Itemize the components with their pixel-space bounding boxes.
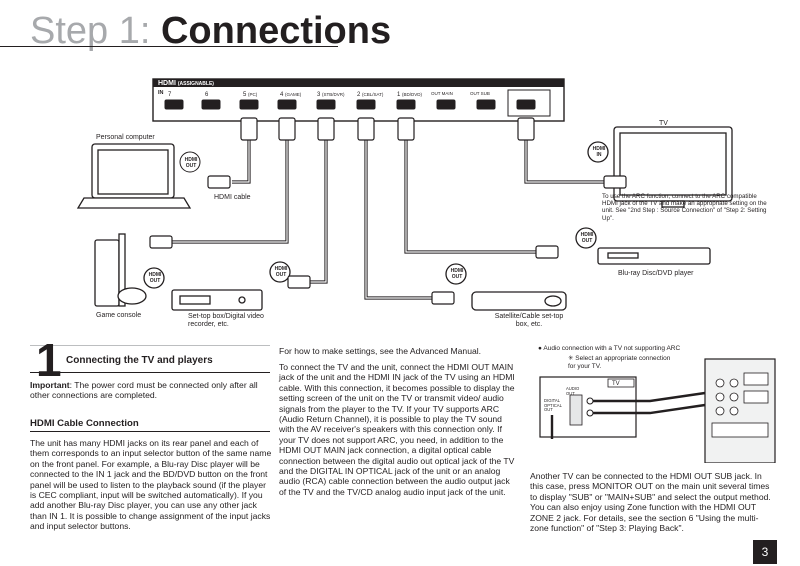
jack-3 [316,99,336,110]
out-group-box [507,89,551,117]
panel-header-bar [153,79,564,87]
connection-diagram: HDMI (ASSIGNABLE) IN 7 6 5 (PC) 4 (GAME)… [0,72,800,334]
step-number: 1 [36,334,62,386]
plug-3 [317,117,335,141]
bluray-player [575,227,711,265]
tag-bd-hdmi-out: HDMI OUT [580,232,594,244]
column-2-text: To connect the TV and the unit, connect … [279,362,515,497]
jack-label-7: 7 [168,92,172,98]
title-text: Connections [160,10,392,52]
laptop [76,143,192,209]
tag-stb-hdmi-out: HDMI OUT [274,266,288,278]
inset-audio-out: AUDIO OUT [566,386,580,396]
inset-bullet: ● Audio connection with a TV not support… [538,345,681,352]
arc-note: To use the ARC function, connect to the … [602,193,767,222]
plug-4 [278,117,296,141]
jack-label-6: 6 [205,92,209,98]
diagram-svg [76,78,733,311]
jack-7 [164,99,184,110]
jack-out-zone [516,99,536,110]
tag-sat-hdmi-out: HDMI OUT [450,268,464,280]
jack-out-sub [476,99,496,110]
step-number-badge: 1 [30,337,68,383]
column-1-text: The unit has many HDMI jacks on its rear… [30,438,272,532]
hdmi-heading: HDMI Cable Connection [30,418,139,429]
stb [171,261,291,311]
out-sub-label: OUT SUB [470,91,490,96]
label-hdmi-cable: HDMI cable [214,194,251,201]
page-title: Step 1: Connections [30,8,391,54]
label-game-console: Game console [96,312,142,319]
important-text: : The power cord must be connected only … [30,380,258,401]
label-satellite: Satellite/Cable set-top box, etc. [494,313,564,328]
tv [587,126,733,208]
laptop-plug [207,175,231,189]
panel-label: HDMI (ASSIGNABLE) [158,80,214,87]
inset-svg [539,358,776,463]
inset-note: ✳ Select an appropriate connection for y… [568,355,671,370]
cable-stb [292,138,328,284]
sat-plug [431,291,455,305]
cable-pc [232,138,251,184]
jack-6 [201,99,221,110]
jack-4 [277,99,297,110]
tag-tv-hdmi-in: HDMI IN [592,146,606,158]
game-plug [149,235,173,249]
section-title: Connecting the TV and players [66,355,213,366]
jack-label-4: 4 (GAME) [280,92,302,98]
tag-game-hdmi-out: HDMI OUT [148,272,162,284]
title-divider [0,46,338,47]
out-main-label: OUT MAIN [431,91,453,96]
tv-plug [603,175,627,189]
hdmi-heading-rule [30,431,270,432]
game-console [94,233,165,307]
label-personal-computer: Personal computer [96,134,155,141]
plug-2 [357,117,375,141]
section-top-rule [30,345,270,346]
jack-label-2: 2 (CBL/SAT) [357,92,384,98]
stb-plug [287,275,311,289]
important-note: Important: The power cord must be connec… [30,380,275,401]
jack-1 [396,99,416,110]
bd-plug [535,245,559,259]
column-2-intro: For how to make settings, see the Advanc… [279,346,482,356]
page-number: 3 [753,540,777,564]
label-stb: Set-top box/Digital video recorder, etc. [188,313,264,328]
cable-bd [404,138,547,254]
jack-label-5: 5 (PC) [243,92,258,98]
cable-sat [364,138,435,300]
inset-tv-label: TV [612,381,620,387]
label-tv: TV [659,120,668,127]
jack-out-main [436,99,456,110]
inset-optical-out: DIGITAL OPTICAL OUT [544,398,562,413]
panel-in-label: IN [158,90,164,96]
label-bluray: Blu-ray Disc/DVD player [618,270,694,277]
jack-label-3: 3 (STB/DVR) [317,92,345,98]
important-label: Important [30,380,70,390]
jack-5 [239,99,259,110]
plug-out [517,117,535,141]
tag-laptop-hdmi-out: HDMI OUT [184,157,198,169]
jack-label-1: 1 (BD/DVD) [397,92,423,98]
satellite-box [445,263,567,311]
plug-1 [397,117,415,141]
column-3-text: Another TV can be connected to the HDMI … [530,471,771,534]
section-rule [30,372,270,373]
step-label: Step 1: [30,10,151,52]
tv-audio-inset: ● Audio connection with a TV not support… [530,343,780,463]
jack-2 [356,99,376,110]
plug-5 [240,117,258,141]
